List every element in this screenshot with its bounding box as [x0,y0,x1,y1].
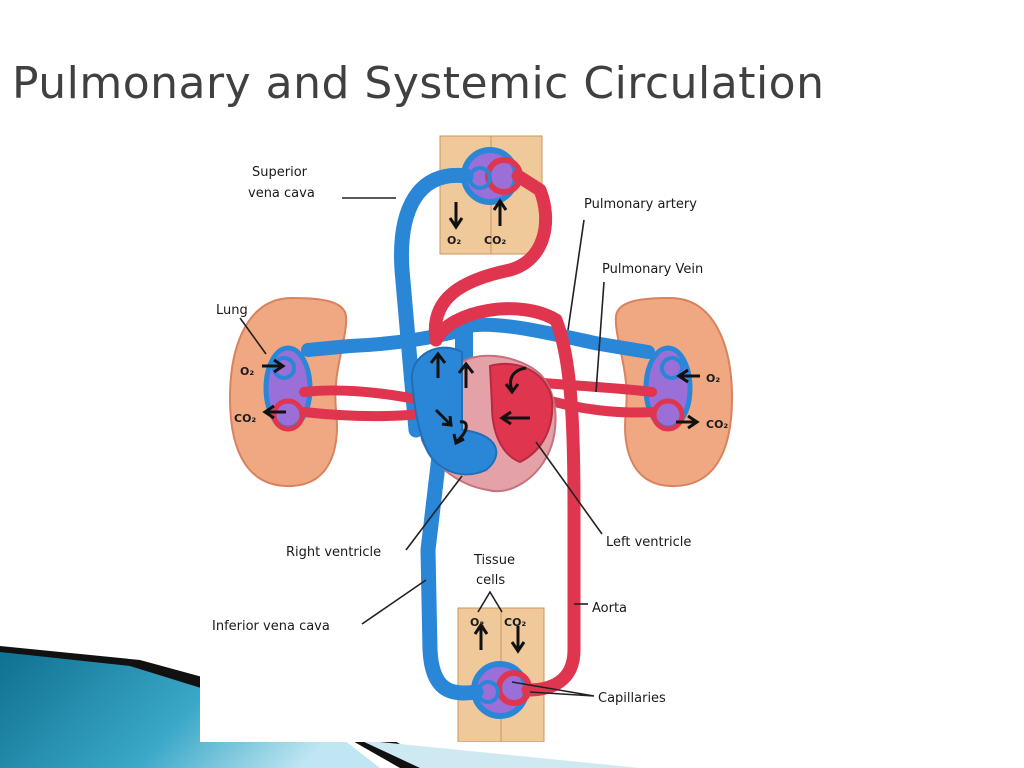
upper-tissue-block [439,135,543,255]
gas-o2-right-lung: O₂ [706,372,720,385]
label-right-ventricle: Right ventricle [286,545,381,560]
gas-o2-lower: O₂ [470,616,484,629]
leader-left-ventricle [535,441,603,535]
page-title: Pulmonary and Systemic Circulation [12,58,825,109]
flow-arrows [429,351,530,446]
circulation-diagram: O₂ CO₂ O₂ CO₂ O₂ CO₂ O₂ CO₂ Superior ven… [200,130,745,742]
left-lung-capillaries [263,345,313,432]
leader-pulmonary-vein [595,281,605,393]
label-superior-vena-cava-2: vena cava [248,186,315,201]
gas-co2-upper: CO₂ [484,234,506,247]
leader-tissue-cells [477,590,503,613]
gas-o2-left-lung: O₂ [240,365,254,378]
label-capillaries: Capillaries [598,691,666,706]
label-pulmonary-artery: Pulmonary artery [584,197,697,212]
label-aorta: Aorta [592,601,627,616]
label-lung: Lung [216,303,248,318]
gas-co2-lower: CO₂ [504,616,526,629]
label-left-ventricle: Left ventricle [606,535,691,550]
label-tissue-cells-1: Tissue [473,553,515,568]
gas-o2-upper: O₂ [447,234,461,247]
gas-exchange-arrows [262,198,700,654]
label-pulmonary-vein: Pulmonary Vein [602,262,703,277]
leader-lines [239,197,605,697]
gas-co2-right-lung: CO₂ [706,418,728,431]
leader-capillaries [511,681,595,697]
leader-inferior-vena-cava [361,579,427,625]
label-superior-vena-cava-1: Superior [252,165,308,180]
gas-co2-left-lung: CO₂ [234,412,256,425]
heart [410,346,557,493]
label-inferior-vena-cava: Inferior vena cava [212,619,330,634]
deoxygenated-vessels [301,167,655,701]
leader-pulmonary-artery [567,219,585,331]
labels: Superior vena cava Pulmonary artery Pulm… [212,165,703,706]
label-tissue-cells-2: cells [476,573,505,588]
leader-lung [239,317,267,355]
leader-right-ventricle [405,475,463,551]
gas-labels: O₂ CO₂ O₂ CO₂ O₂ CO₂ O₂ CO₂ [234,234,728,629]
